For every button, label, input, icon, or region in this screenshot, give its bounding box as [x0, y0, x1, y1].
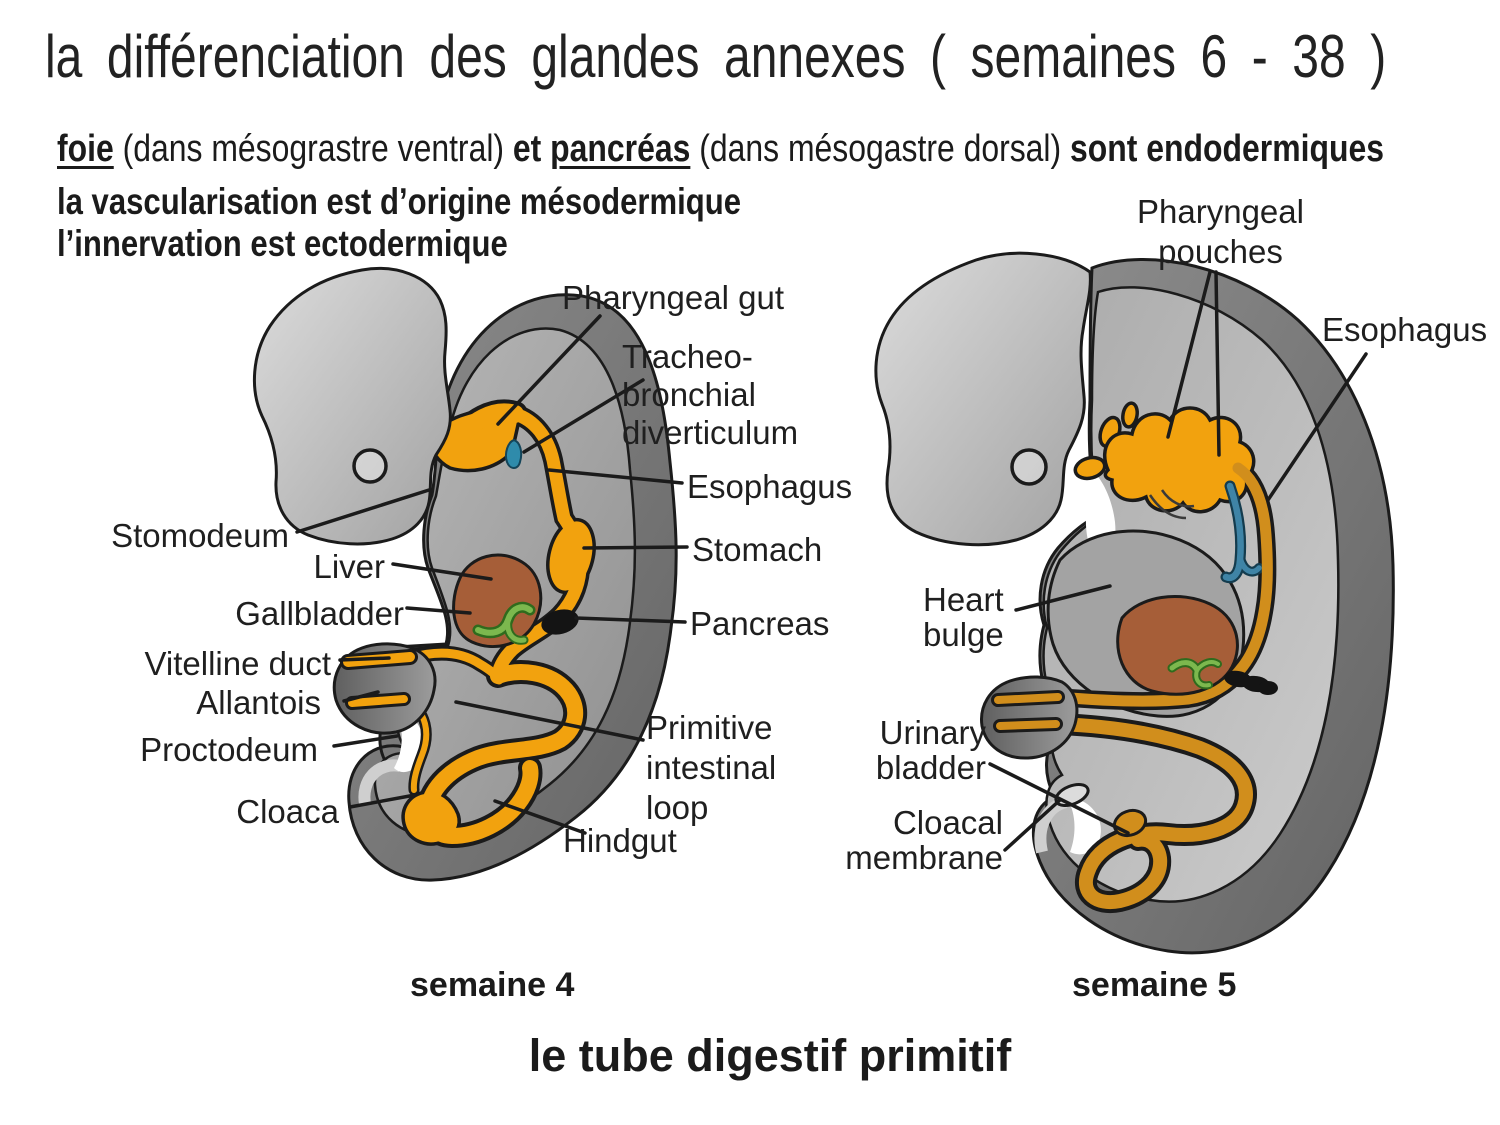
leader-stomodeum [295, 488, 431, 534]
label-cloacal-membrane: Cloacal membrane [845, 804, 1003, 876]
label-urinary-bladder: Urinary bladder [875, 714, 986, 786]
label-vitelline-duct: Vitelline duct [144, 645, 331, 682]
leader-tracheobronchial [522, 378, 645, 454]
label-stomodeum: Stomodeum [111, 517, 289, 554]
right-pharyngeal-pouches-shape [1073, 401, 1256, 514]
right-liver-shape [1116, 594, 1239, 696]
leader-allantois [342, 690, 380, 703]
leader-pharyngeal-gut [496, 314, 602, 426]
label-stomach: Stomach [692, 531, 823, 568]
label-tracheobronchial: Tracheo- bronchial diverticulum [622, 338, 799, 451]
right-tail-gap [1070, 800, 1101, 855]
leader-gallbladder [405, 606, 472, 615]
intro-line-1: foie (dans mésograstre ventral) et pancr… [57, 128, 1500, 171]
intro-pancreas: pancréas [550, 128, 691, 170]
right-pancreas-shape [1224, 670, 1278, 695]
right-blue-vessel [1220, 480, 1264, 584]
leader-hindgut [493, 799, 587, 835]
label-primitive-loop: Primitive intestinal loop [646, 709, 777, 826]
label-liver-left: Liver [313, 548, 385, 585]
leader-pancreas-left [574, 616, 687, 624]
right-embryo [874, 251, 1395, 955]
intro-bold-end: sont endodermiques [1070, 128, 1384, 170]
page-title: la différenciation des glandes annexes (… [45, 22, 1500, 91]
leader-urinary-bladder [988, 762, 1130, 835]
intro-foie: foie [57, 128, 114, 170]
label-heart-bulge: Heart bulge [923, 581, 1004, 653]
label-pharyngeal-pouches: Pharyngeal pouches [1137, 193, 1304, 270]
leader-liver-left [391, 562, 493, 581]
leader-stomach [582, 545, 689, 550]
label-pancreas-left: Pancreas [690, 605, 830, 642]
leader-heart-bulge [1014, 584, 1112, 612]
label-cloaca: Cloaca [236, 793, 339, 830]
left-eye [352, 448, 388, 484]
leader-vitelline-duct [338, 656, 391, 662]
footer-title: le tube digestif primitif [528, 1030, 1012, 1081]
intro-et: et [512, 128, 551, 170]
right-eye [1010, 448, 1048, 486]
intro-line-3: l’innervation est ectodermique [57, 223, 594, 265]
label-proctodeum: Proctodeum [140, 731, 318, 768]
intro-after-pancreas: (dans mésogastre dorsal) [690, 128, 1071, 170]
right-gallbladder-ducts [1167, 658, 1222, 690]
right-embryo-head [874, 251, 1092, 547]
right-umbilical-stub [980, 675, 1079, 760]
left-embryo [252, 267, 678, 882]
intro-after-foie: (dans mésograstre ventral) [113, 128, 513, 170]
leader-pouches-b [1214, 270, 1221, 457]
label-gallbladder: Gallbladder [235, 595, 404, 632]
left-pancreas-shape [541, 609, 579, 635]
left-embryo-head [252, 267, 452, 546]
page-title-text: la différenciation des glandes annexes (… [45, 23, 1387, 90]
caption-week-5: semaine 5 [1072, 966, 1237, 1004]
right-gut-tube [1051, 462, 1273, 910]
leader-esophagus-left [547, 468, 684, 485]
left-diverticulum-shape [504, 438, 523, 469]
leader-cloacal-membrane [1003, 798, 1062, 852]
caption-week-4: semaine 4 [410, 966, 575, 1004]
leader-esophagus-right [1266, 352, 1368, 502]
intro-line-2: la vascularisation est d’origine mésoder… [57, 181, 871, 223]
leader-lines [295, 270, 1368, 852]
label-esophagus-left: Esophagus [687, 468, 853, 505]
label-hindgut: Hindgut [563, 822, 677, 859]
leader-primitive-loop [454, 700, 645, 742]
intro-line-3-text: l’innervation est ectodermique [57, 223, 508, 264]
right-duct-stubs [991, 690, 1065, 733]
left-gallbladder-shape [472, 601, 536, 645]
leader-pouches-a [1166, 270, 1212, 439]
leader-proctodeum [332, 734, 399, 748]
right-pouch-details [1148, 489, 1195, 520]
left-tail-crescent [358, 759, 402, 805]
leader-cloaca [348, 793, 417, 809]
label-allantois: Allantois [196, 684, 321, 721]
intro-line-2-text: la vascularisation est d’origine mésoder… [57, 181, 741, 222]
label-pharyngeal-gut: Pharyngeal gut [562, 279, 784, 316]
label-esophagus-right: Esophagus [1322, 311, 1488, 348]
